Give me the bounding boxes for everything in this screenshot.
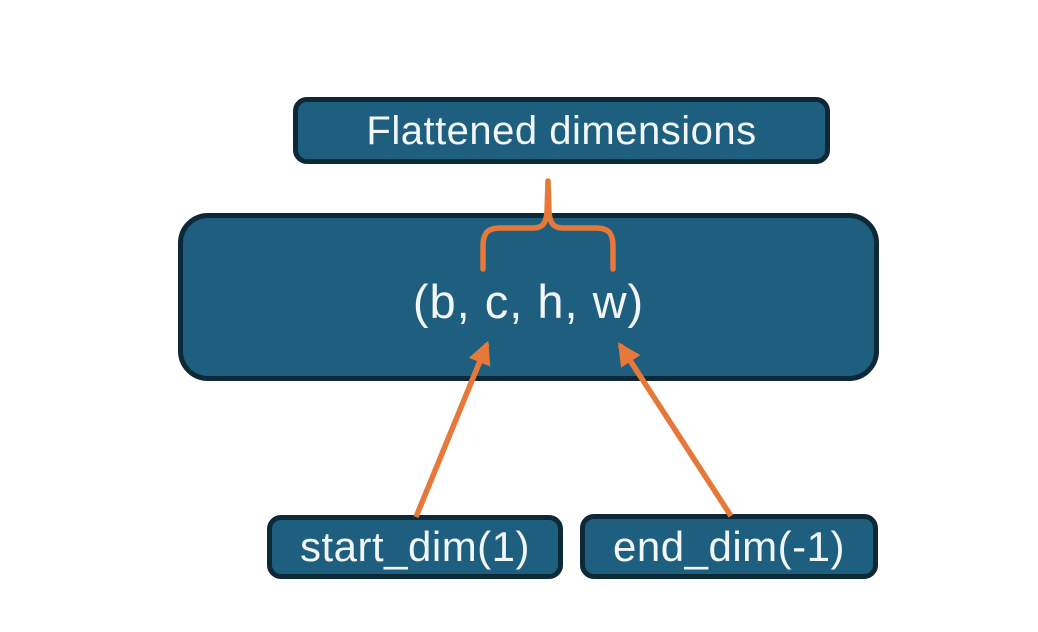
node-tensor-shape-label: (b, c, h, w)	[412, 274, 645, 328]
node-start-dim: start_dim(1)	[267, 515, 563, 579]
node-end-dim-label: end_dim(-1)	[613, 522, 845, 570]
node-flattened-dimensions-label: Flattened dimensions	[366, 108, 757, 153]
node-start-dim-label: start_dim(1)	[299, 523, 531, 570]
node-tensor-shape: (b, c, h, w)	[178, 213, 879, 381]
node-end-dim: end_dim(-1)	[580, 514, 878, 579]
node-flattened-dimensions: Flattened dimensions	[293, 97, 830, 164]
